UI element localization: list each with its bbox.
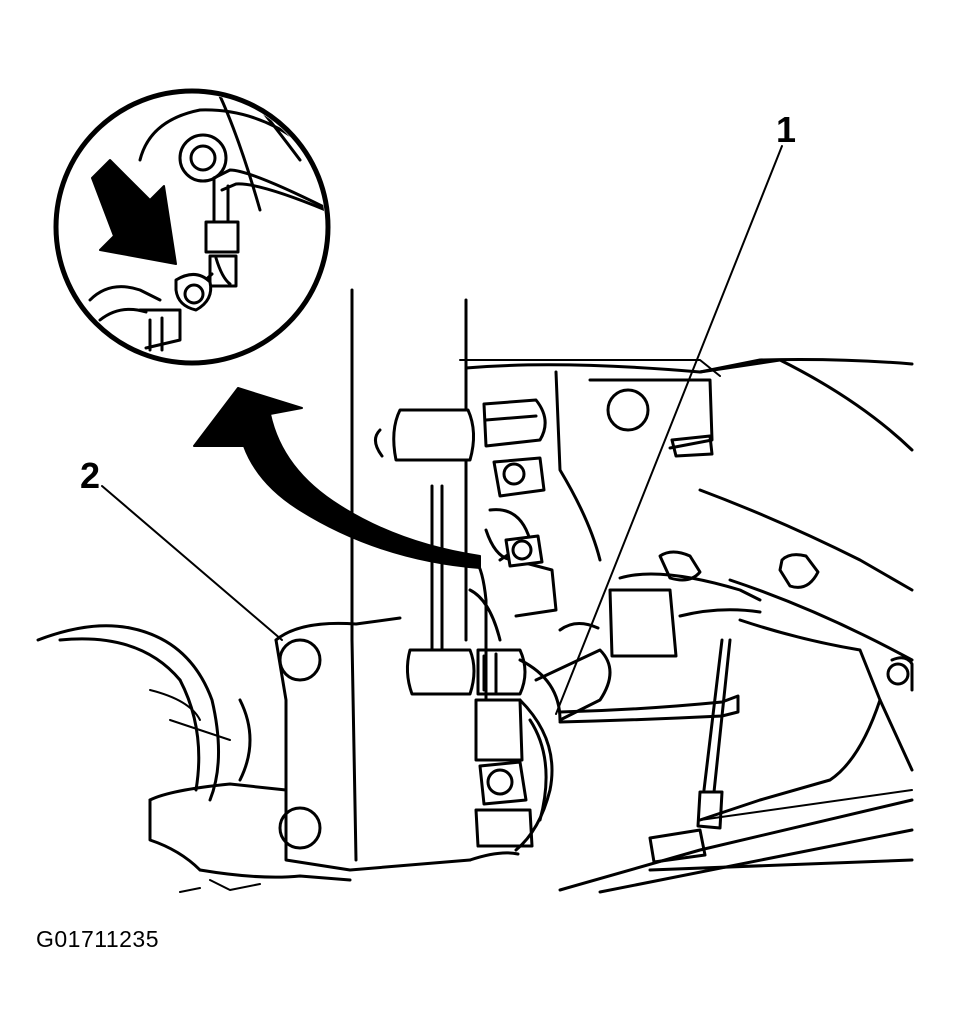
leader-lines: [101, 145, 783, 715]
detail-inset: [53, 88, 331, 366]
pointer-arrow-icon: [91, 159, 177, 265]
curved-arrow-icon: [193, 387, 481, 569]
figure-id-label: G01711235: [36, 926, 160, 952]
leader-line-1: [555, 145, 783, 715]
valve-bracket: [374, 398, 612, 852]
left-drum: [36, 624, 252, 802]
callout-number-2: 2: [80, 455, 101, 496]
transmission-case: [464, 358, 914, 692]
lower-right-body: [558, 618, 914, 894]
link-rod: [558, 638, 740, 830]
leader-line-2: [101, 485, 283, 641]
brake-pipe-right: [608, 550, 762, 658]
callout-number-1: 1: [776, 109, 797, 150]
left-flange: [148, 616, 520, 893]
